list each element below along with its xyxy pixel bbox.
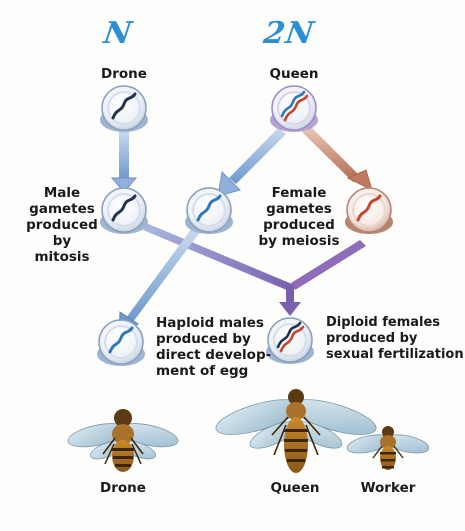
male-gametes-line: produced: [22, 217, 102, 233]
drone-bee-label: Drone: [92, 480, 154, 496]
diploid-females-line: sexual fertilization: [326, 347, 464, 363]
diploid-females-line: produced by: [326, 331, 464, 347]
female-gametes-line: by meiosis: [254, 233, 344, 249]
haploid-ploidy-label: N: [102, 16, 135, 51]
queen-bee-illustration: [212, 389, 379, 473]
male-gametes-label: Male gametes produced by mitosis: [22, 185, 102, 265]
haploid-egg-cell: [185, 188, 233, 234]
male-gamete-cell: [100, 188, 148, 234]
queen-bee-label: Queen: [264, 480, 326, 496]
male-gametes-line: mitosis: [22, 249, 102, 265]
female-gametes-line: produced: [254, 217, 344, 233]
haploid-males-label: Haploid males produced by direct develop…: [156, 315, 281, 379]
diploid-ploidy-label: 2N: [262, 16, 317, 51]
queen-cell: [270, 86, 318, 132]
male-gametes-line: by: [22, 233, 102, 249]
female-gametes-line: gametes: [254, 201, 344, 217]
male-gametes-line: gametes: [22, 201, 102, 217]
haploid-males-line: Haploid males: [156, 315, 281, 331]
worker-bee-label: Worker: [356, 480, 420, 496]
female-gamete-cell: [345, 188, 393, 234]
haploid-males-line: direct develop-: [156, 347, 281, 363]
drone-cell: [100, 86, 148, 132]
diploid-females-label: Diploid females produced by sexual ferti…: [326, 315, 464, 363]
diploid-females-line: Diploid females: [326, 315, 464, 331]
male-gametes-line: Male: [22, 185, 102, 201]
haploid-males-line: produced by: [156, 331, 281, 347]
drone-to-male-gametes-arrow: [112, 130, 136, 192]
female-gametes-label: Female gametes produced by meiosis: [254, 185, 344, 249]
drone-parent-label: Drone: [94, 66, 154, 82]
queen-parent-label: Queen: [264, 66, 324, 82]
female-gametes-line: Female: [254, 185, 344, 201]
haploid-male-cell: [97, 320, 145, 366]
queen-to-female-gamete-arrow: [302, 126, 372, 190]
haploid-males-line: ment of egg: [156, 363, 281, 379]
drone-bee-illustration: [66, 409, 180, 472]
